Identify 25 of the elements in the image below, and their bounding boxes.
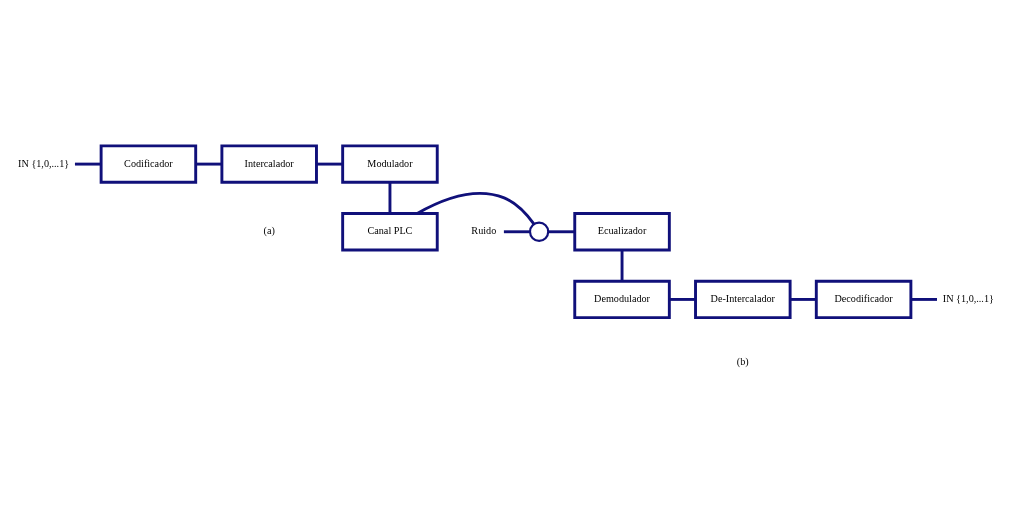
node-box: Decodificador bbox=[814, 279, 913, 320]
node-box: Canal PLC bbox=[341, 212, 439, 252]
connector bbox=[548, 230, 575, 234]
connector bbox=[503, 230, 530, 234]
node-box: Ecualizador bbox=[573, 212, 671, 252]
connector bbox=[195, 162, 222, 166]
label: (a) bbox=[263, 225, 275, 237]
node-box: Modulador bbox=[341, 144, 439, 184]
node-box: De-Intercalador bbox=[694, 279, 792, 320]
node-text: IN {1,0,...1} bbox=[18, 157, 70, 169]
label: (b) bbox=[736, 355, 749, 367]
node-box: Intercalador bbox=[220, 144, 318, 184]
connector bbox=[416, 192, 536, 225]
connector bbox=[669, 297, 696, 301]
node-text: IN {1,0,...1} bbox=[942, 293, 994, 305]
node-box: Codificador bbox=[99, 144, 198, 184]
connector bbox=[790, 297, 817, 301]
connector bbox=[911, 297, 937, 301]
connector bbox=[620, 250, 624, 282]
node-box: Demodulador bbox=[573, 279, 671, 320]
node-circle bbox=[528, 221, 550, 242]
connector bbox=[316, 162, 343, 166]
node-text: Ruido bbox=[471, 225, 497, 237]
connector bbox=[74, 162, 102, 166]
connector bbox=[388, 182, 392, 214]
